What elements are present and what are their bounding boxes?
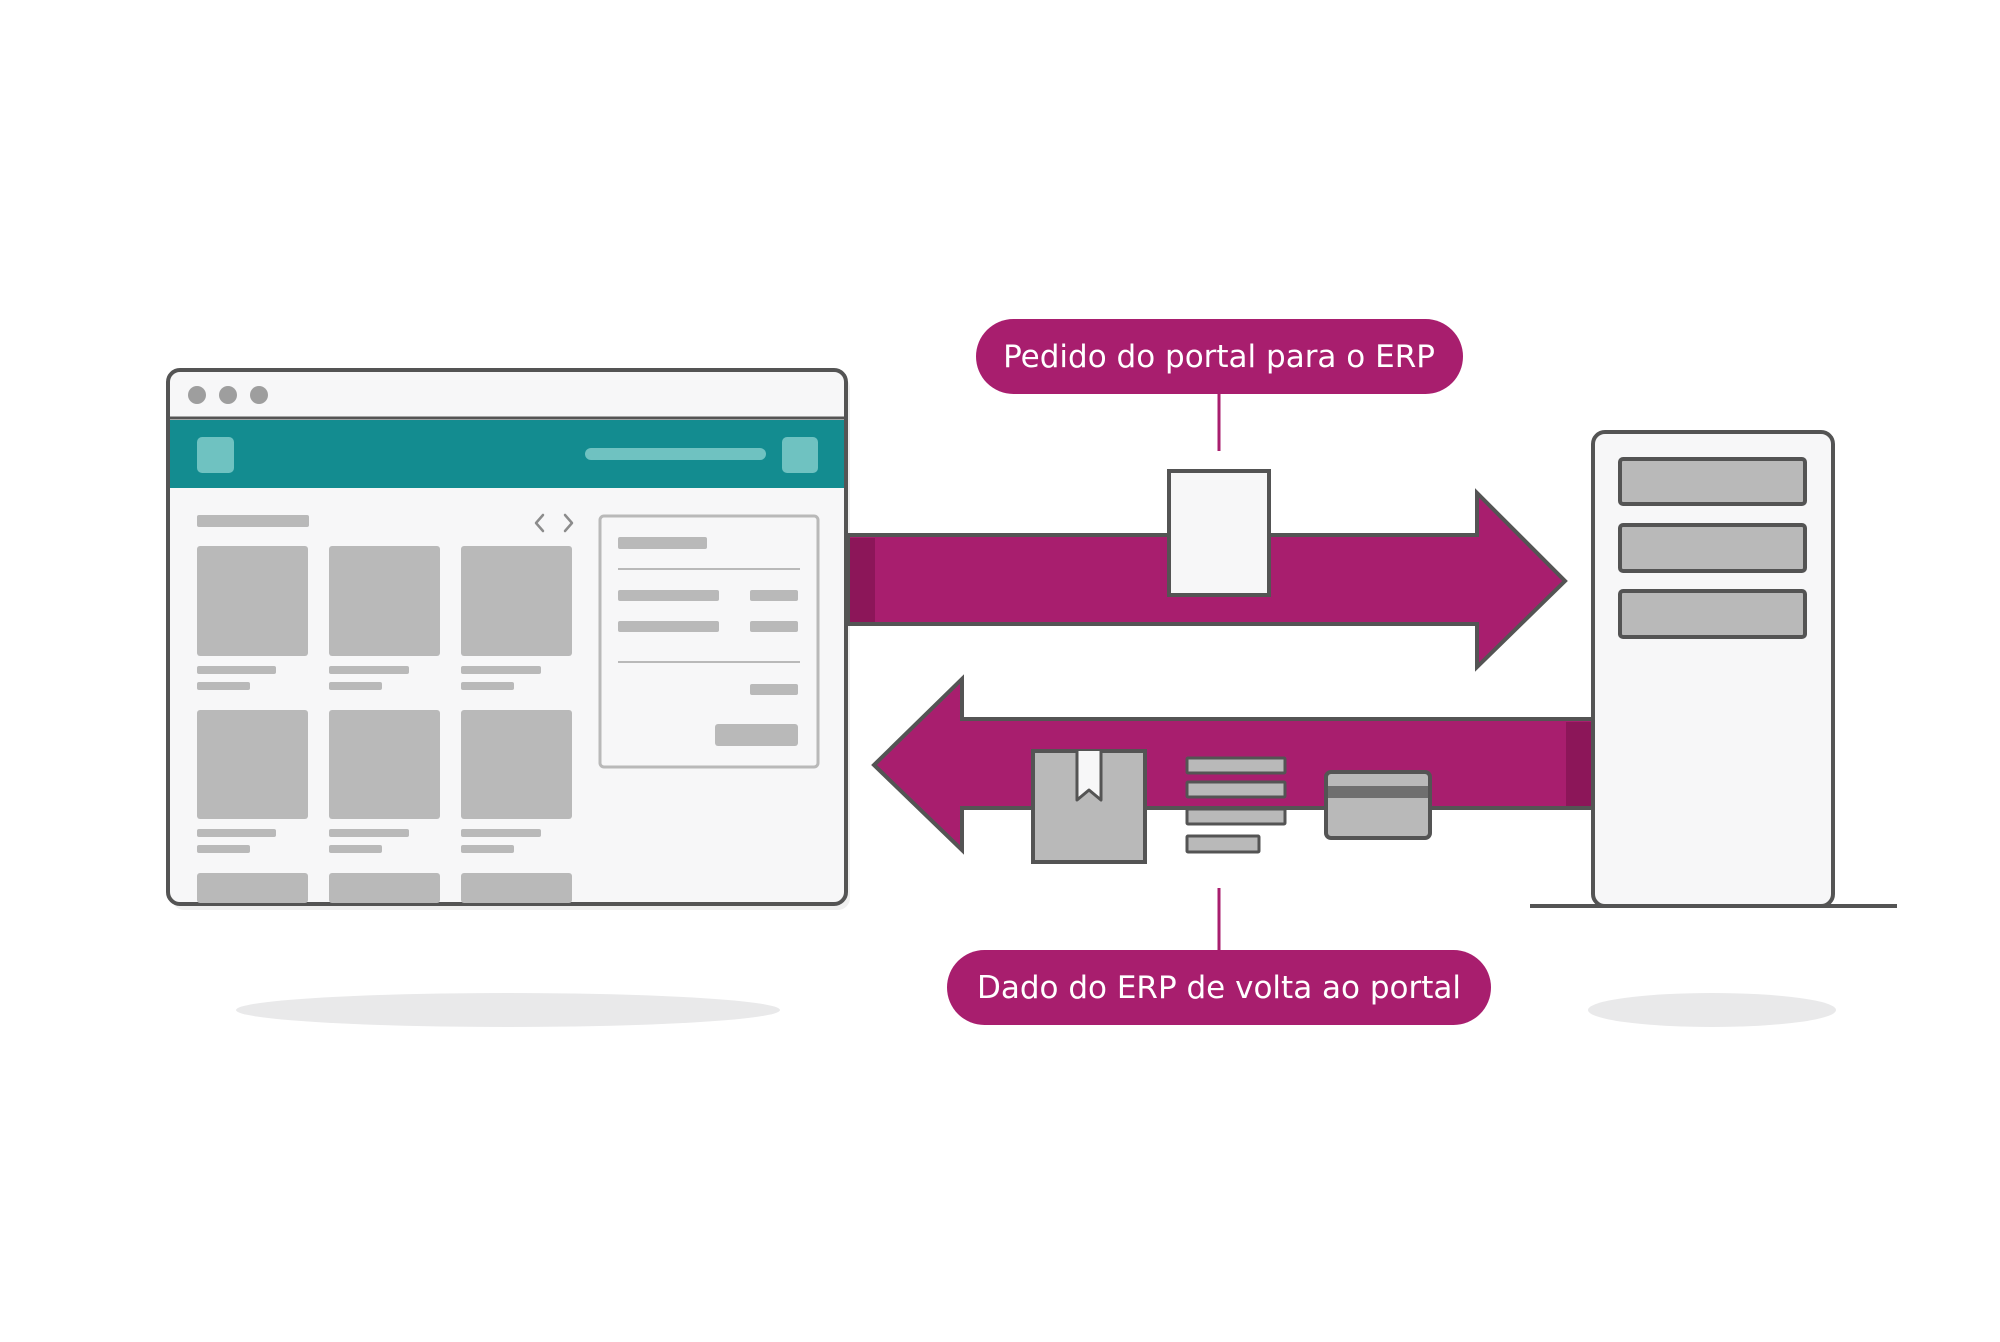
product-card[interactable]	[197, 873, 308, 903]
portal-search-bar[interactable]	[585, 448, 766, 460]
chevron-right-icon[interactable]	[563, 513, 574, 533]
response-label: Dado do ERP de volta ao portal	[947, 950, 1491, 1025]
window-dot-3[interactable]	[250, 386, 268, 404]
product-card[interactable]	[461, 710, 572, 819]
product-card[interactable]	[197, 546, 308, 656]
product-card[interactable]	[329, 546, 440, 656]
chevron-left-icon[interactable]	[534, 513, 545, 533]
product-card[interactable]	[197, 710, 308, 819]
checkout-button[interactable]	[715, 724, 798, 746]
window-dot-1[interactable]	[188, 386, 206, 404]
document-icon	[1167, 469, 1271, 597]
product-card[interactable]	[329, 873, 440, 903]
response-label-text: Dado do ERP de volta ao portal	[977, 970, 1461, 1006]
stacked-lines-icon	[1185, 756, 1287, 854]
product-card[interactable]	[329, 710, 440, 819]
chevron-left-right-icon[interactable]	[534, 513, 574, 533]
server-drive-3	[1618, 589, 1807, 639]
server-shadow	[1588, 993, 1836, 1027]
product-card[interactable]	[461, 546, 572, 656]
portal-user-icon[interactable]	[782, 437, 818, 473]
request-label: Pedido do portal para o ERP	[976, 319, 1463, 394]
server-icon	[1530, 430, 1897, 908]
product-grid	[197, 546, 572, 903]
order-summary-panel	[598, 514, 820, 769]
catalog-heading	[197, 515, 309, 527]
product-card[interactable]	[461, 873, 572, 903]
server-drive-1	[1618, 457, 1807, 506]
window-controls-icon[interactable]	[188, 386, 268, 404]
request-label-text: Pedido do portal para o ERP	[1003, 339, 1435, 375]
portal-logo[interactable]	[197, 437, 234, 473]
summary-title	[618, 537, 707, 549]
box-icon	[1031, 749, 1147, 864]
portal-shadow	[236, 993, 780, 1027]
server-drive-2	[1618, 523, 1807, 573]
credit-card-icon	[1324, 770, 1432, 840]
window-dot-2[interactable]	[219, 386, 237, 404]
portal-window	[166, 368, 850, 910]
